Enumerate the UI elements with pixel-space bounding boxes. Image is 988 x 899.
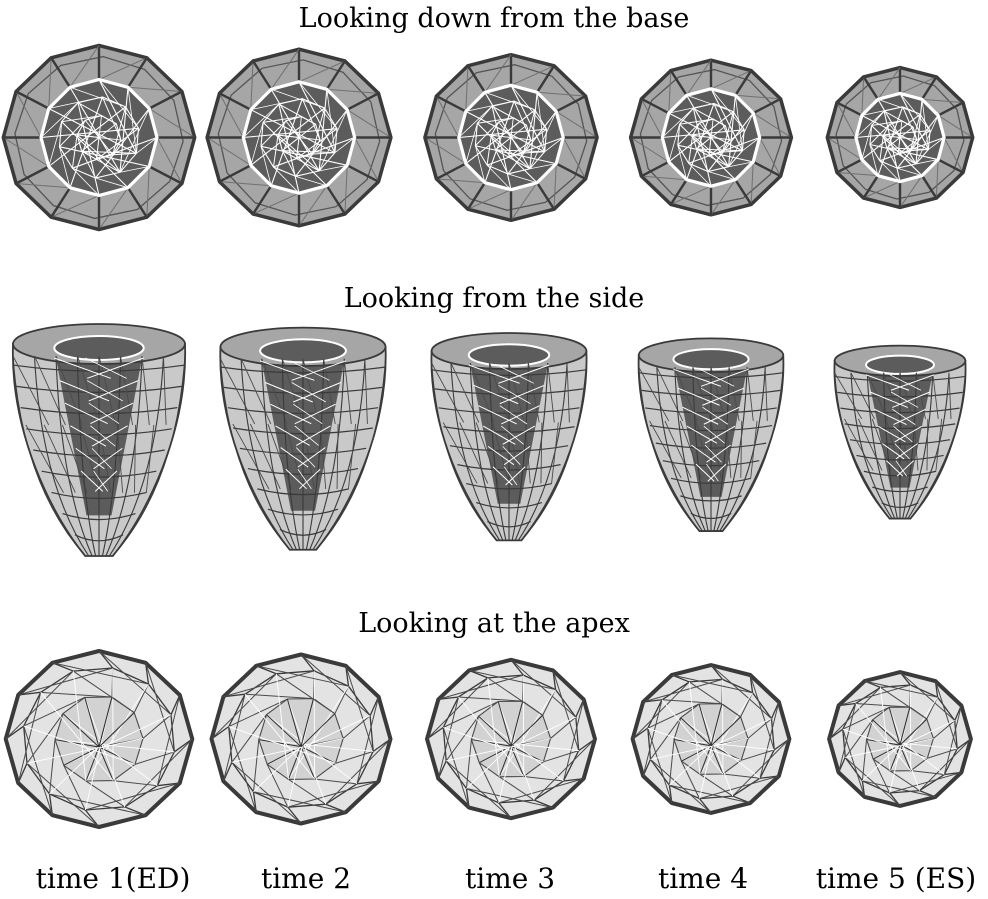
ventricle-model xyxy=(812,40,988,235)
apex-mesh xyxy=(829,672,971,806)
side-mesh xyxy=(431,333,586,540)
ventricle-model xyxy=(612,318,810,566)
time-label-5: time 5 (ES) xyxy=(816,862,976,895)
ventricle-model xyxy=(812,648,988,830)
side-mesh xyxy=(834,346,965,519)
ventricle-model xyxy=(0,648,198,830)
side-mesh xyxy=(639,338,784,531)
apex-view-time-4 xyxy=(612,648,810,830)
ventricle-model xyxy=(412,648,610,830)
time-label-2: time 2 xyxy=(261,862,351,895)
base-opening xyxy=(673,349,748,369)
side-mesh xyxy=(13,324,185,556)
base-mesh xyxy=(827,68,972,208)
ventricle-model xyxy=(612,648,810,830)
base-view-time-1 xyxy=(0,40,198,235)
apex-mesh xyxy=(427,660,595,818)
ventricle-model xyxy=(200,40,398,235)
base-opening xyxy=(866,356,934,374)
apex-view-time-5 xyxy=(812,648,988,830)
time-label-3: time 3 xyxy=(465,862,555,895)
side-view-time-3 xyxy=(410,318,608,566)
base-mesh xyxy=(3,46,194,230)
base-view-time-2 xyxy=(200,40,398,235)
ventricle-model xyxy=(612,40,810,235)
apex-mesh xyxy=(211,655,390,824)
ventricle-model xyxy=(412,40,610,235)
time-label-1: time 1(ED) xyxy=(36,862,191,895)
ventricle-model xyxy=(204,318,402,566)
row-title-apex: Looking at the apex xyxy=(0,608,988,639)
apex-mesh xyxy=(6,651,193,827)
ventricle-model xyxy=(812,318,988,566)
time-label-4: time 4 xyxy=(658,862,748,895)
base-opening xyxy=(469,344,549,366)
base-view-time-5 xyxy=(812,40,988,235)
apex-view-time-1 xyxy=(0,648,198,830)
ventricle-model xyxy=(410,318,608,566)
side-view-time-4 xyxy=(612,318,810,566)
base-mesh xyxy=(207,49,391,226)
side-view-time-1 xyxy=(0,318,198,566)
side-mesh xyxy=(220,328,385,550)
base-mesh xyxy=(631,60,792,215)
base-mesh xyxy=(425,55,597,221)
base-view-time-3 xyxy=(412,40,610,235)
ventricle-model xyxy=(0,318,198,566)
row-title-base: Looking down from the base xyxy=(0,3,988,34)
apex-view-time-2 xyxy=(202,648,400,830)
apex-mesh xyxy=(633,665,790,813)
side-view-time-5 xyxy=(812,318,988,566)
base-view-time-4 xyxy=(612,40,810,235)
ventricle-model xyxy=(202,648,400,830)
side-view-time-2 xyxy=(204,318,402,566)
row-title-side: Looking from the side xyxy=(0,283,988,314)
apex-view-time-3 xyxy=(412,648,610,830)
ventricle-model xyxy=(0,40,198,235)
